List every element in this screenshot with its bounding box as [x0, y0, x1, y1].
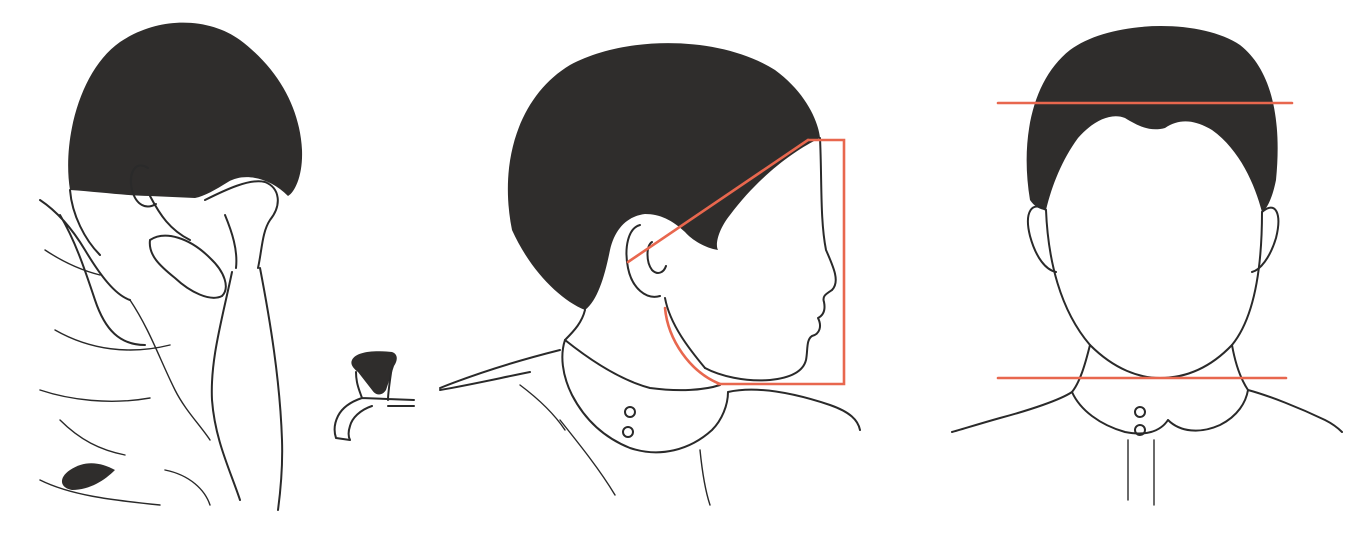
shoulder-and-arm — [40, 200, 282, 510]
panel-front-view — [952, 26, 1342, 505]
collar-side — [440, 340, 860, 452]
ear-side-view — [627, 225, 667, 297]
panel-washing-neck — [40, 23, 302, 510]
collar-button-front-top — [1135, 407, 1145, 417]
panel-side-profile — [440, 43, 860, 505]
collar-front — [952, 390, 1342, 434]
collar-button-top — [625, 407, 635, 417]
ear-right-front — [1252, 208, 1278, 272]
faucet-icon — [335, 351, 414, 440]
jaw-guide-curve — [665, 308, 720, 384]
shirt-placket — [1128, 440, 1154, 505]
face-outline-front — [1046, 210, 1262, 378]
cuff-shadow — [62, 463, 115, 490]
sleeve-folds — [40, 250, 210, 455]
neck-line — [70, 190, 190, 255]
collar-button-bottom — [623, 427, 633, 437]
hair-back-view — [68, 23, 302, 198]
shirt-folds-side — [520, 385, 710, 505]
hand-on-neck — [150, 181, 278, 298]
hair-front-view — [1027, 26, 1278, 212]
